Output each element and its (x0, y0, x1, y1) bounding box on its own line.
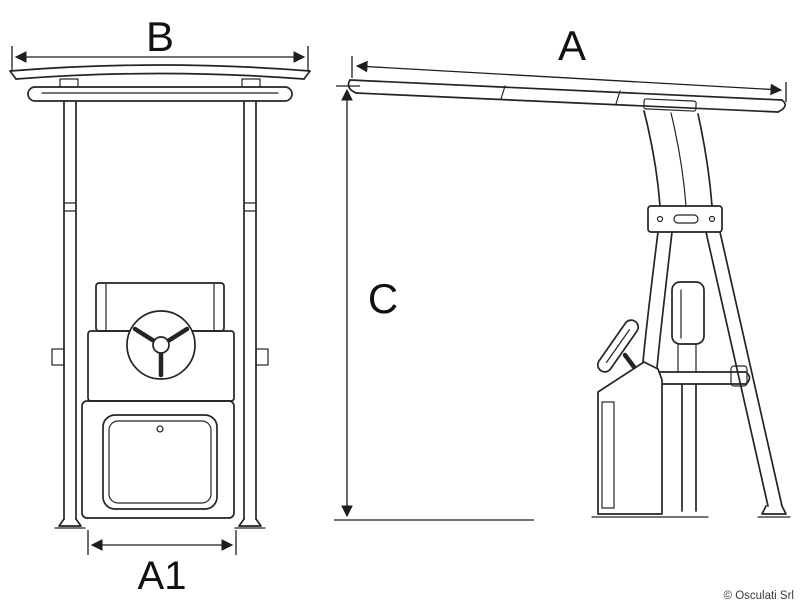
lower-mid-support (681, 383, 697, 512)
joint-bracket (647, 205, 723, 233)
front-view-drawing: B A1 (9, 13, 311, 598)
grab-rail (645, 365, 751, 387)
canopy-front (9, 64, 311, 102)
dimension-b: B (11, 13, 309, 70)
copyright-text: © Osculati Srl (724, 590, 794, 602)
dimension-label-b: B (146, 13, 174, 60)
side-view-drawing: A C (334, 22, 791, 521)
dimension-a1: A1 (87, 530, 237, 598)
access-door (102, 414, 218, 510)
dimension-label-a: A (558, 22, 586, 69)
console-front (81, 282, 235, 519)
steering-wheel-front (126, 310, 196, 380)
canopy-side (347, 79, 787, 113)
console-side (591, 319, 709, 518)
support-post-left (51, 100, 86, 529)
upper-support-tube (643, 110, 713, 207)
steering-wheel-side (596, 319, 640, 373)
backrest-side (671, 281, 705, 373)
front-support-leg (642, 231, 673, 369)
support-post-right (234, 100, 269, 529)
dimension-c: C (334, 85, 534, 521)
dimension-a: A (351, 22, 787, 102)
dimension-label-c: C (368, 275, 398, 322)
dimension-label-a1: A1 (138, 554, 187, 598)
rear-diagonal-leg (705, 231, 791, 518)
